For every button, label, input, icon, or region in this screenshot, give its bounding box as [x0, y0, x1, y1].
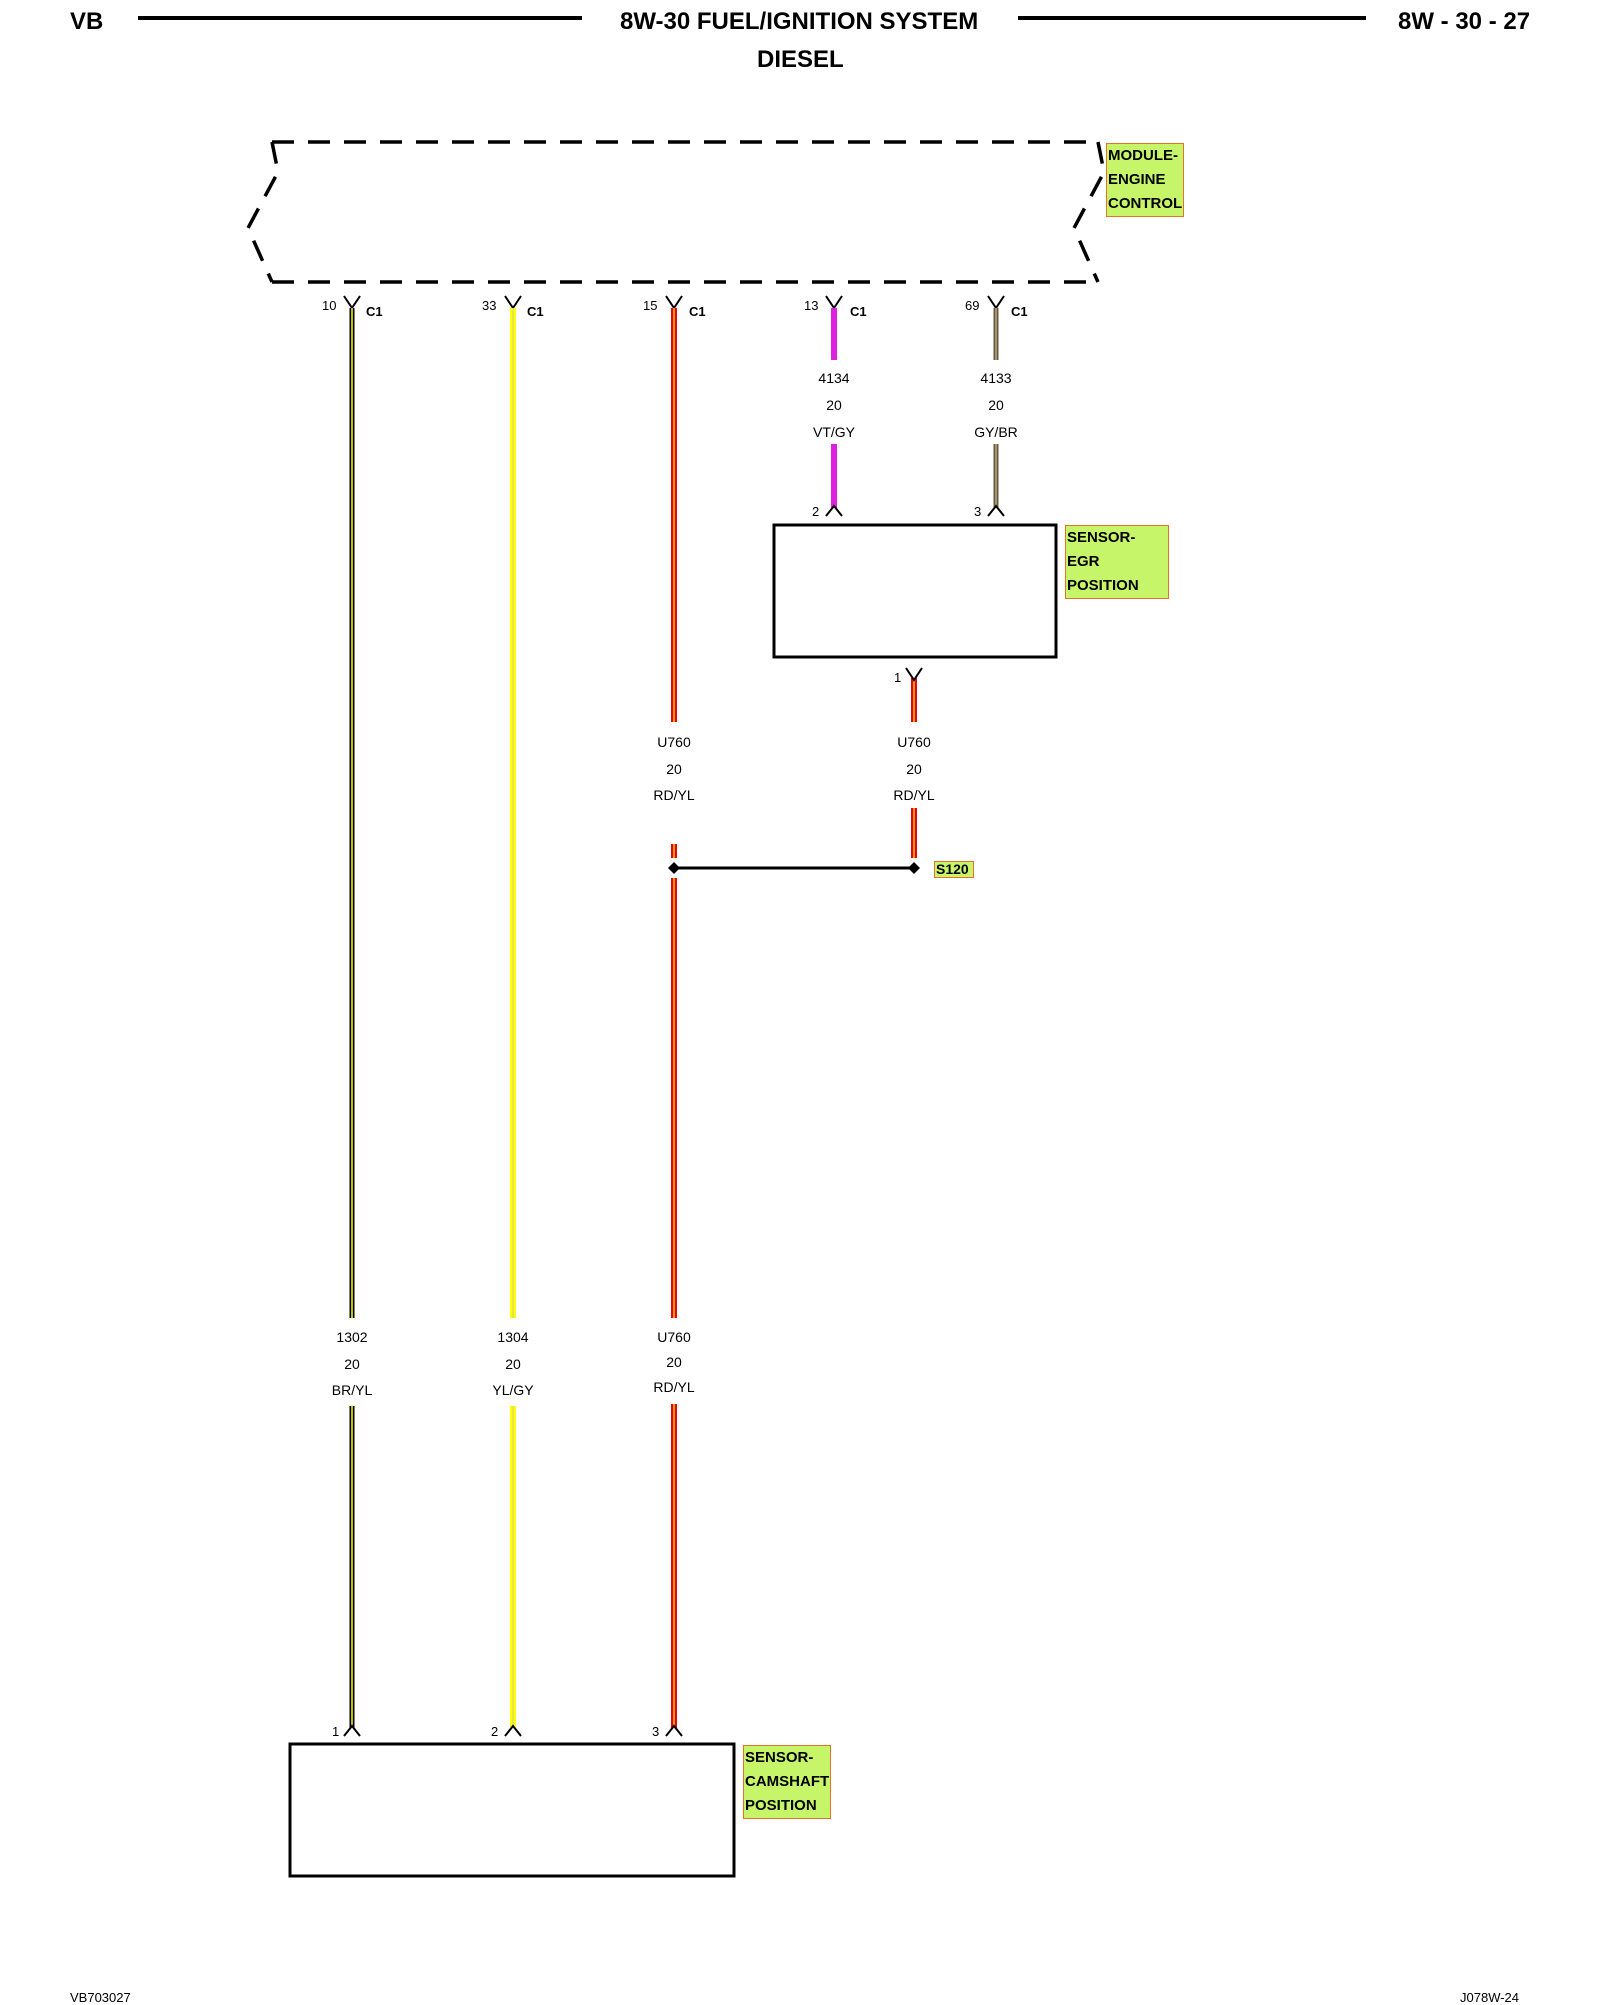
- ecm-label: MODULE- ENGINE CONTROL: [1106, 143, 1184, 217]
- footer-right: J078W-24: [1460, 1990, 1520, 2005]
- header-rule-left: [138, 16, 582, 20]
- wire-label-4134: 4134 20 VT/GY: [813, 370, 856, 440]
- wire-circuit: U760: [657, 1329, 691, 1345]
- wire-gauge: 20: [666, 761, 682, 777]
- wire-color: RD/YL: [653, 1379, 694, 1395]
- egr-pin-number: 3: [974, 504, 981, 519]
- ecm-pin-connector: C1: [366, 304, 383, 319]
- wire-gauge: 20: [344, 1356, 360, 1372]
- camshaft-sensor: 1 2 3: [288, 1724, 736, 1878]
- wire-label-4133: 4133 20 GY/BR: [974, 370, 1018, 440]
- wire-label-1302: 1302 20 BR/YL: [332, 1329, 373, 1398]
- splice-s120: [668, 862, 920, 874]
- wire-label-u760-lower: U760 20 RD/YL: [653, 1329, 694, 1395]
- wire-circuit: 1304: [497, 1329, 528, 1345]
- wire-gauge: 20: [988, 397, 1004, 413]
- cam-pin-number: 1: [332, 1724, 339, 1739]
- ecm-pin-connector: C1: [689, 304, 706, 319]
- wire-color: VT/GY: [813, 424, 856, 440]
- wire-gauge: 20: [826, 397, 842, 413]
- wire-label-u760-upper: U760 20 RD/YL: [653, 734, 694, 803]
- egr-pin-number: 1: [894, 670, 901, 685]
- wire-color: BR/YL: [332, 1382, 373, 1398]
- wire-circuit: 1302: [336, 1329, 367, 1345]
- ecm-pin-number: 33: [482, 298, 496, 313]
- egr-sensor-label: SENSOR-EGR POSITION: [1065, 525, 1169, 599]
- wire-gauge: 20: [505, 1356, 521, 1372]
- wire-label-u760-egr: U760 20 RD/YL: [893, 734, 934, 803]
- wire-color: GY/BR: [974, 424, 1018, 440]
- wire-gauge: 20: [906, 761, 922, 777]
- splice-label: S120: [934, 861, 974, 878]
- header-left: VB: [70, 8, 104, 35]
- wire-gauge: 20: [666, 1354, 682, 1370]
- page-title: 8W-30 FUEL/IGNITION SYSTEM: [620, 8, 979, 35]
- ecm-pin-number: 10: [322, 298, 336, 313]
- wire-circuit: 4133: [980, 370, 1011, 386]
- wire-circuit: 4134: [818, 370, 849, 386]
- ecm-pin-connector: C1: [527, 304, 544, 319]
- egr-sensor: 2 3 1: [772, 504, 1058, 685]
- footer-left: VB703027: [70, 1990, 131, 2005]
- wire-color: RD/YL: [653, 787, 694, 803]
- header-rule-right: [1018, 16, 1366, 20]
- cam-pin-number: 3: [652, 1724, 659, 1739]
- wire-circuit: U760: [657, 734, 691, 750]
- camshaft-sensor-label: SENSOR- CAMSHAFT POSITION: [743, 1745, 831, 1819]
- page-subtitle: DIESEL: [757, 46, 844, 73]
- ecm-pin-connector: C1: [850, 304, 867, 319]
- ecm-pin-connector: C1: [1011, 304, 1028, 319]
- cam-pin-number: 2: [491, 1724, 498, 1739]
- page-number: 8W - 30 - 27: [1398, 8, 1531, 35]
- ecm-pin-number: 69: [965, 298, 979, 313]
- wire-label-1304: 1304 20 YL/GY: [492, 1329, 534, 1398]
- egr-pin-number: 2: [812, 504, 819, 519]
- ecm-outline: [246, 140, 1106, 284]
- wire-circuit: U760: [897, 734, 931, 750]
- ecm-pin-number: 15: [643, 298, 657, 313]
- wire-color: RD/YL: [893, 787, 934, 803]
- ecm-pin-number: 13: [804, 298, 818, 313]
- wire-color: YL/GY: [492, 1382, 534, 1398]
